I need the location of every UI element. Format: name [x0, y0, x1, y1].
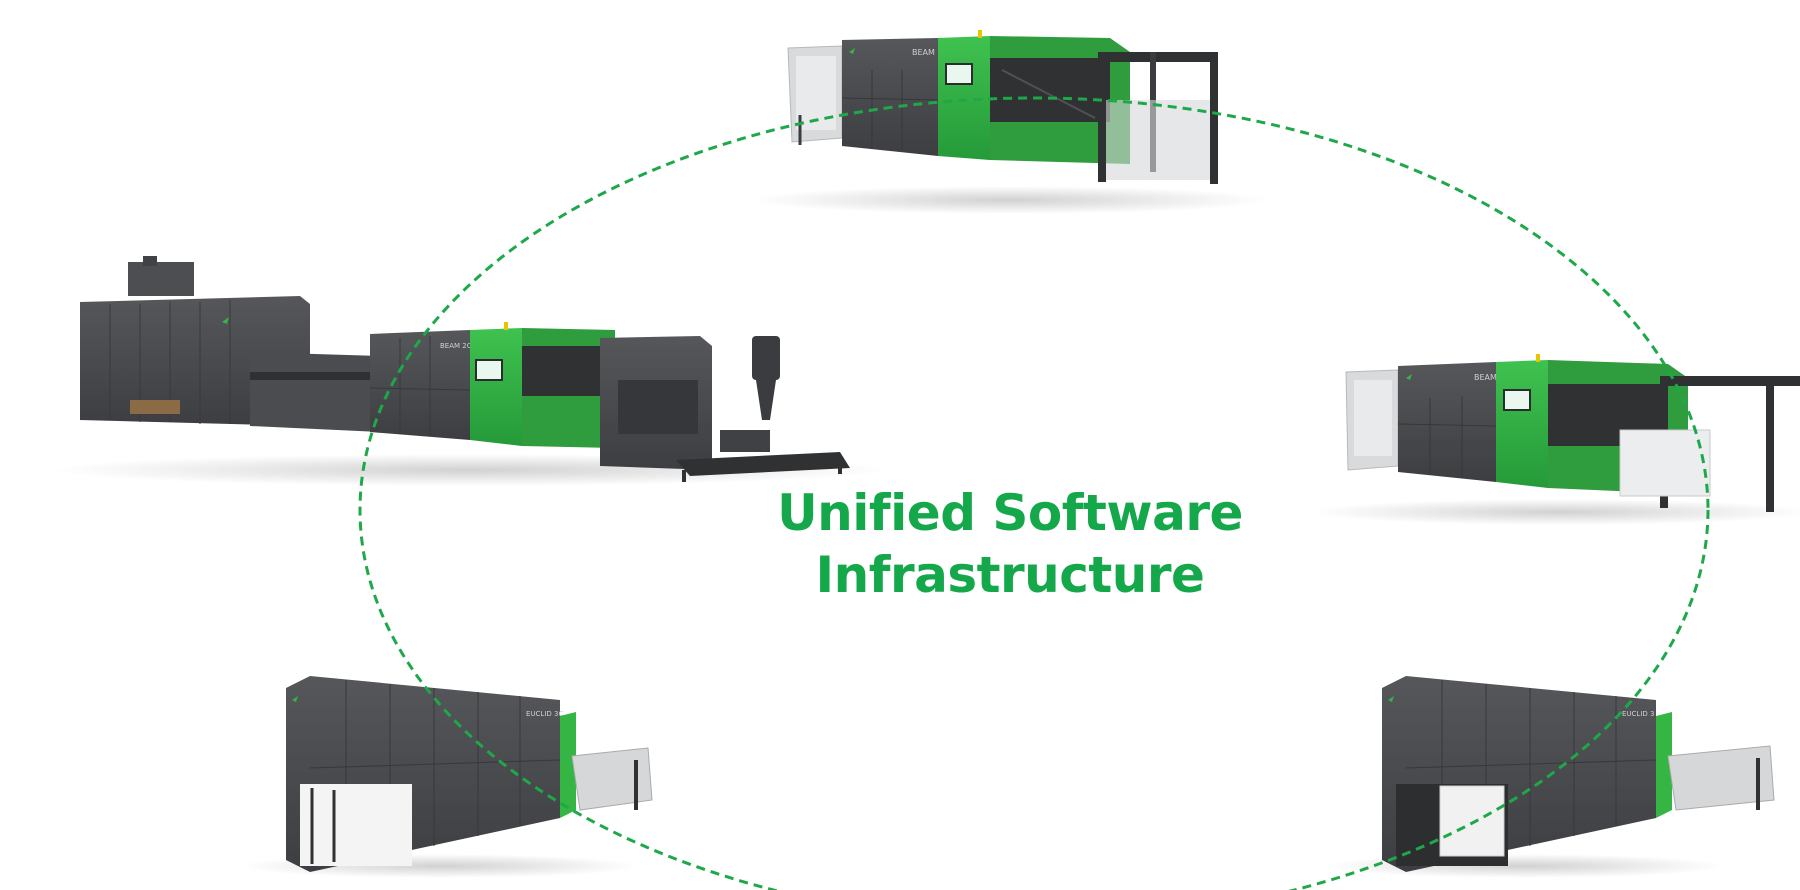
- machine-right: BEAM 2: [1310, 354, 1800, 525]
- machine-right-label: BEAM 2: [1474, 373, 1505, 382]
- machine-bottom-left-label: EUCLID 3C: [526, 710, 563, 718]
- machine-bottom-right-label: EUCLID 3: [1622, 710, 1654, 718]
- machine-top: BEAM 2C: [750, 30, 1270, 214]
- diagram-title-line-1: Unified Software: [777, 484, 1243, 542]
- machine-left-label: BEAM 2C: [440, 342, 472, 350]
- diagram-title-line-2: Infrastructure: [815, 546, 1205, 604]
- machine-bottom-left: EUCLID 3C: [240, 676, 653, 878]
- machine-top-label: BEAM 2C: [912, 48, 949, 57]
- connection-ellipse: [358, 96, 1710, 890]
- machine-left: BEAM 2C: [50, 256, 890, 486]
- machine-bottom-right: EUCLID 3: [1325, 676, 1775, 878]
